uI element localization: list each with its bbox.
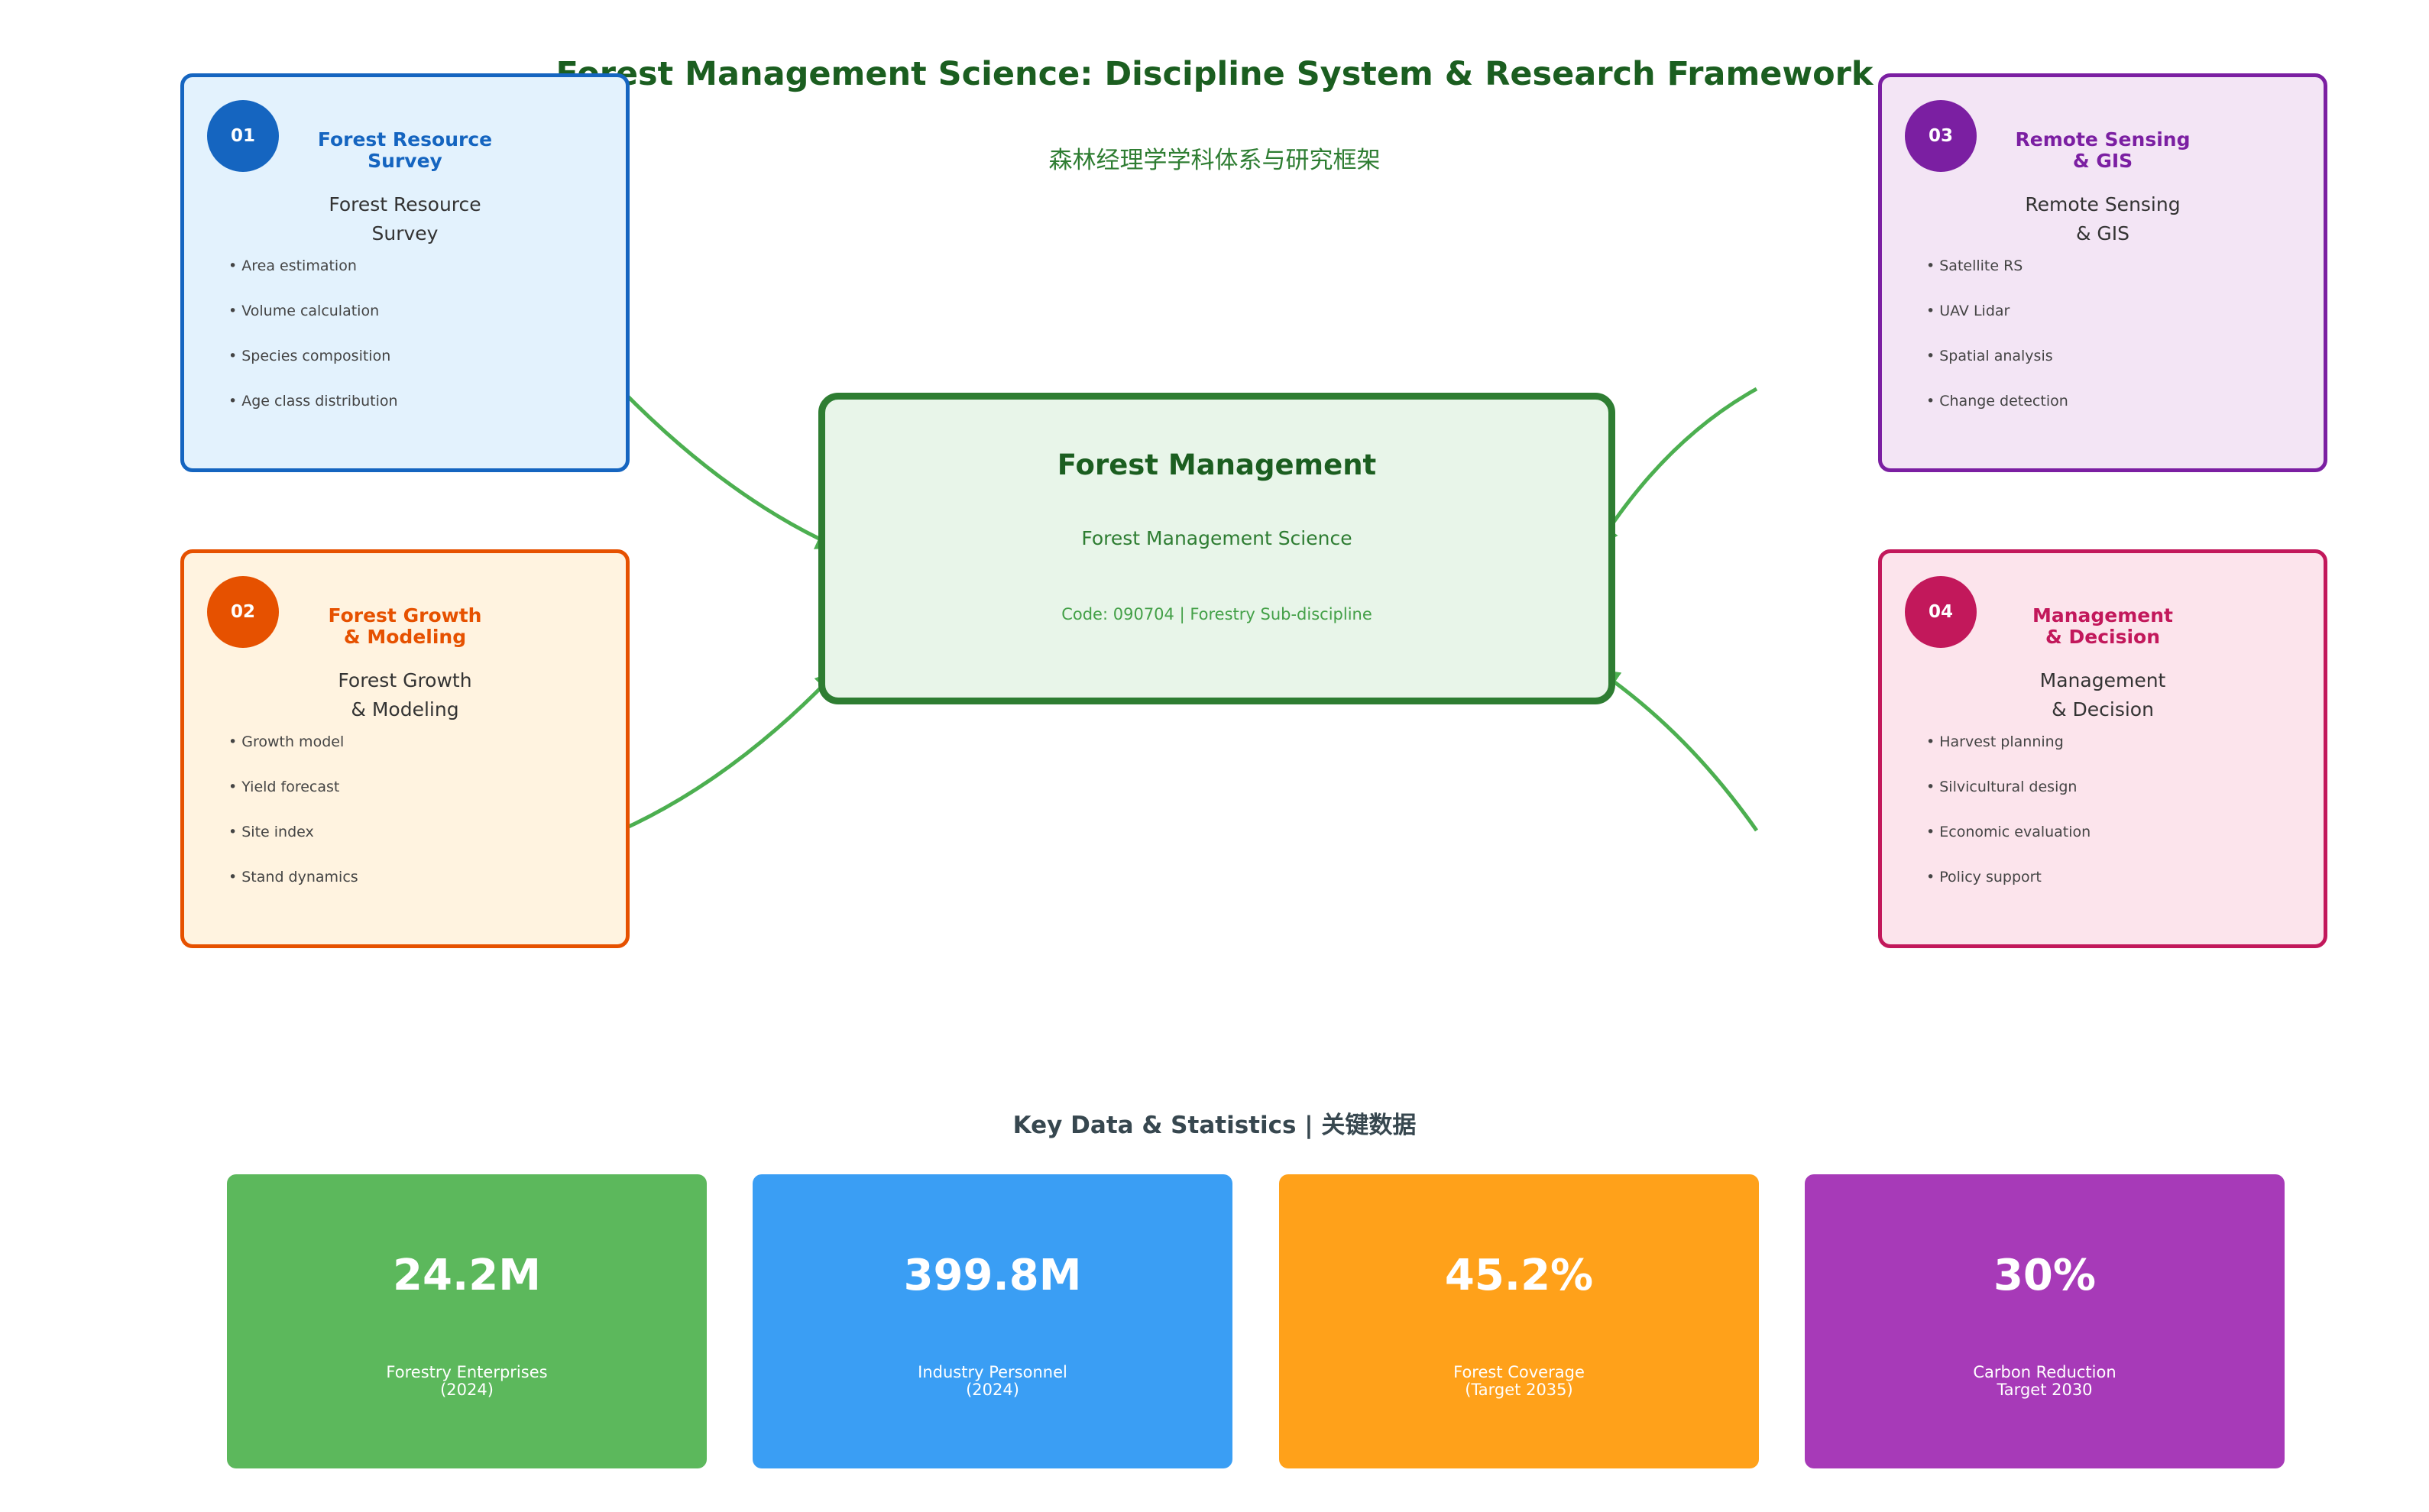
- arrow-04-to-center: [1596, 669, 1759, 832]
- card-title: Forest Resource Survey: [317, 128, 493, 172]
- card-title: Remote Sensing & GIS: [2015, 128, 2191, 172]
- card-management-decision: 04 Management & Decision Management & De…: [1878, 549, 2327, 948]
- card-subtitle: Forest Resource Survey: [329, 193, 481, 244]
- list-item: • Harvest planning: [1926, 733, 2064, 750]
- list-item: • Change detection: [1926, 393, 2068, 410]
- stat-value: 45.2%: [1444, 1251, 1594, 1300]
- card-number-badge: 02: [207, 576, 279, 648]
- list-item: • Stand dynamics: [228, 869, 358, 886]
- center-code: Code: 090704 | Forestry Sub-discipline: [1061, 605, 1372, 623]
- center-subtitle: Forest Management Science: [1081, 527, 1352, 549]
- center-title: Forest Management: [1057, 448, 1377, 481]
- card-item-list: • Area estimation • Volume calculation •…: [228, 257, 398, 437]
- list-item: • Age class distribution: [228, 393, 398, 410]
- card-number-badge: 03: [1905, 100, 1977, 172]
- page-subtitle: 森林经理学学科体系与研究框架: [1048, 147, 1381, 174]
- list-item: • Yield forecast: [228, 779, 340, 795]
- list-item: • Economic evaluation: [1926, 824, 2091, 840]
- list-item: • Growth model: [228, 733, 345, 750]
- list-item: • UAV Lidar: [1926, 303, 2010, 319]
- card-title: Management & Decision: [2032, 604, 2174, 648]
- card-item-list: • Growth model • Yield forecast • Site i…: [228, 733, 358, 913]
- stat-card-personnel: 399.8M Industry Personnel (2024): [753, 1174, 1232, 1468]
- arrow-02-to-center: [619, 669, 839, 833]
- card-subtitle: Forest Growth & Modeling: [338, 669, 472, 720]
- list-item: • Volume calculation: [228, 303, 380, 319]
- card-subtitle: Management & Decision: [2039, 669, 2166, 720]
- stat-label: Carbon Reduction Target 2030: [1973, 1363, 2116, 1399]
- stat-label: Forestry Enterprises (2024): [386, 1363, 548, 1399]
- stat-value: 399.8M: [903, 1251, 1082, 1300]
- stat-label: Forest Coverage (Target 2035): [1453, 1363, 1585, 1399]
- card-forest-growth-modeling: 02 Forest Growth & Modeling Forest Growt…: [180, 549, 630, 948]
- list-item: • Area estimation: [228, 257, 357, 274]
- center-node: Forest Management Forest Management Scie…: [818, 393, 1615, 704]
- card-number-badge: 04: [1905, 576, 1977, 648]
- stat-label: Industry Personnel (2024): [918, 1363, 1067, 1399]
- stat-card-enterprises: 24.2M Forestry Enterprises (2024): [227, 1174, 707, 1468]
- stat-value: 30%: [1993, 1251, 2097, 1300]
- stat-card-carbon-reduction: 30% Carbon Reduction Target 2030: [1805, 1174, 2285, 1468]
- list-item: • Site index: [228, 824, 314, 840]
- stat-card-forest-coverage: 45.2% Forest Coverage (Target 2035): [1279, 1174, 1759, 1468]
- list-item: • Silvicultural design: [1926, 779, 2078, 795]
- card-item-list: • Harvest planning • Silvicultural desig…: [1926, 733, 2091, 913]
- list-item: • Spatial analysis: [1926, 348, 2053, 364]
- page-title: Forest Management Science: Discipline Sy…: [555, 55, 1874, 93]
- list-item: • Species composition: [228, 348, 391, 364]
- card-remote-sensing-gis: 03 Remote Sensing & GIS Remote Sensing &…: [1878, 73, 2327, 472]
- arrow-03-to-center: [1595, 387, 1758, 549]
- stats-heading: Key Data & Statistics | 关键数据: [1012, 1112, 1417, 1139]
- stat-value: 24.2M: [393, 1251, 541, 1300]
- card-subtitle: Remote Sensing & GIS: [2025, 193, 2181, 244]
- list-item: • Satellite RS: [1926, 257, 2023, 274]
- card-title: Forest Growth & Modeling: [328, 604, 482, 648]
- card-item-list: • Satellite RS • UAV Lidar • Spatial ana…: [1926, 257, 2068, 437]
- card-number-badge: 01: [207, 100, 279, 172]
- list-item: • Policy support: [1926, 869, 2042, 886]
- card-forest-resource-survey: 01 Forest Resource Survey Forest Resourc…: [180, 73, 630, 472]
- arrow-01-to-center: [619, 387, 840, 549]
